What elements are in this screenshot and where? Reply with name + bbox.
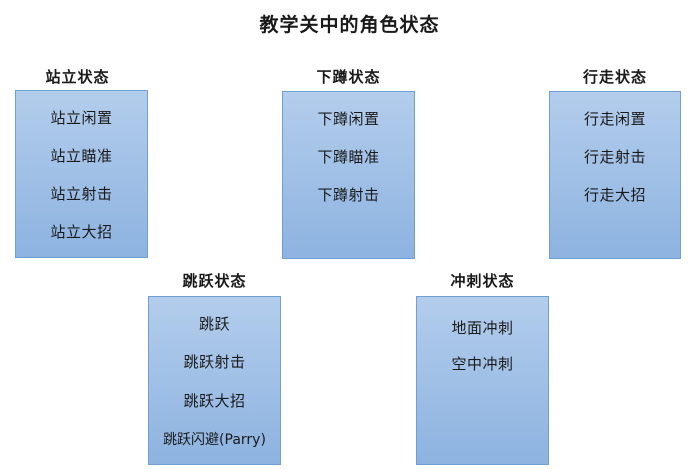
diagram-title: 教学关中的角色状态 xyxy=(259,14,440,36)
state-group-label-jumping: 跳跃状态 xyxy=(182,272,247,290)
state-item: 地面冲刺 xyxy=(451,319,514,337)
state-item: 跳跃闪避(Parry) xyxy=(163,432,266,448)
state-item: 站立瞄准 xyxy=(50,147,113,165)
state-group-crouching: 下蹲状态 下蹲闲置 下蹲瞄准 下蹲射击 xyxy=(282,66,415,259)
state-item: 站立闲置 xyxy=(50,109,113,127)
state-item: 行走大招 xyxy=(583,186,646,204)
state-item: 下蹲射击 xyxy=(317,186,380,204)
state-item: 跳跃大招 xyxy=(183,392,246,410)
state-group-dashing: 冲刺状态 地面冲刺 空中冲刺 xyxy=(416,270,549,465)
state-item: 下蹲闲置 xyxy=(317,110,380,128)
state-group-label-walking: 行走状态 xyxy=(582,68,647,86)
state-item: 行走闲置 xyxy=(583,110,646,128)
state-group-label-crouching: 下蹲状态 xyxy=(316,68,381,86)
state-item: 站立射击 xyxy=(50,185,113,203)
state-box-standing: 站立闲置 站立瞄准 站立射击 站立大招 xyxy=(15,90,148,258)
state-item: 站立大招 xyxy=(50,223,113,241)
state-item: 跳跃射击 xyxy=(183,353,246,371)
state-group-label-dashing: 冲刺状态 xyxy=(450,272,515,290)
state-group-walking: 行走状态 行走闲置 行走射击 行走大招 xyxy=(549,66,681,259)
state-box-jumping: 跳跃 跳跃射击 跳跃大招 跳跃闪避(Parry) xyxy=(148,296,281,465)
state-item: 行走射击 xyxy=(583,148,646,166)
state-box-walking: 行走闲置 行走射击 行走大招 xyxy=(549,91,681,259)
state-item: 空中冲刺 xyxy=(451,355,514,373)
state-box-crouching: 下蹲闲置 下蹲瞄准 下蹲射击 xyxy=(282,91,415,259)
state-item: 下蹲瞄准 xyxy=(317,148,380,166)
state-group-jumping: 跳跃状态 跳跃 跳跃射击 跳跃大招 跳跃闪避(Parry) xyxy=(148,270,281,465)
state-box-dashing: 地面冲刺 空中冲刺 xyxy=(416,296,549,465)
state-group-standing: 站立状态 站立闲置 站立瞄准 站立射击 站立大招 xyxy=(15,66,148,258)
state-group-label-standing: 站立状态 xyxy=(45,68,110,86)
state-item: 跳跃 xyxy=(198,315,230,333)
